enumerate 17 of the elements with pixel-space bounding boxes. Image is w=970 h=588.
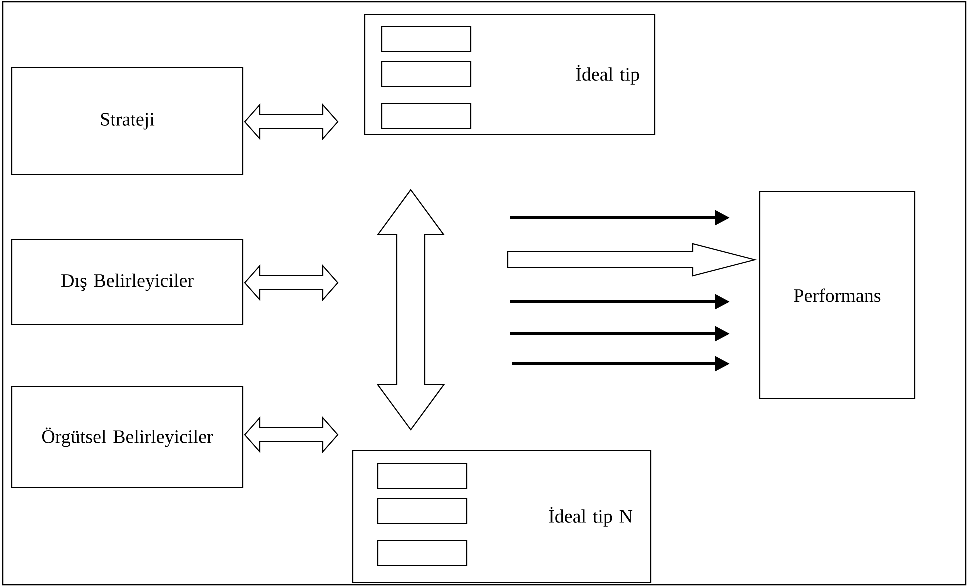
double-block-arrow [244,416,339,454]
empty-box [377,498,468,525]
empty-box [381,61,472,88]
text-box: İdeal tip [364,14,656,136]
empty-box [377,540,468,567]
double-block-arrow [244,264,339,302]
text-box: Performans [759,191,916,400]
empty-box [381,103,472,130]
double-block-arrow [376,189,446,431]
text-box: Strateji [11,67,244,176]
block-arrow [507,243,758,277]
empty-box [377,463,468,490]
empty-box [381,26,472,53]
text-box: İdeal tip N [352,450,652,584]
text-box: Dış Belirleyiciler [11,239,244,326]
double-block-arrow [244,104,339,140]
text-box: Örgütsel Belirleyiciler [11,386,244,489]
